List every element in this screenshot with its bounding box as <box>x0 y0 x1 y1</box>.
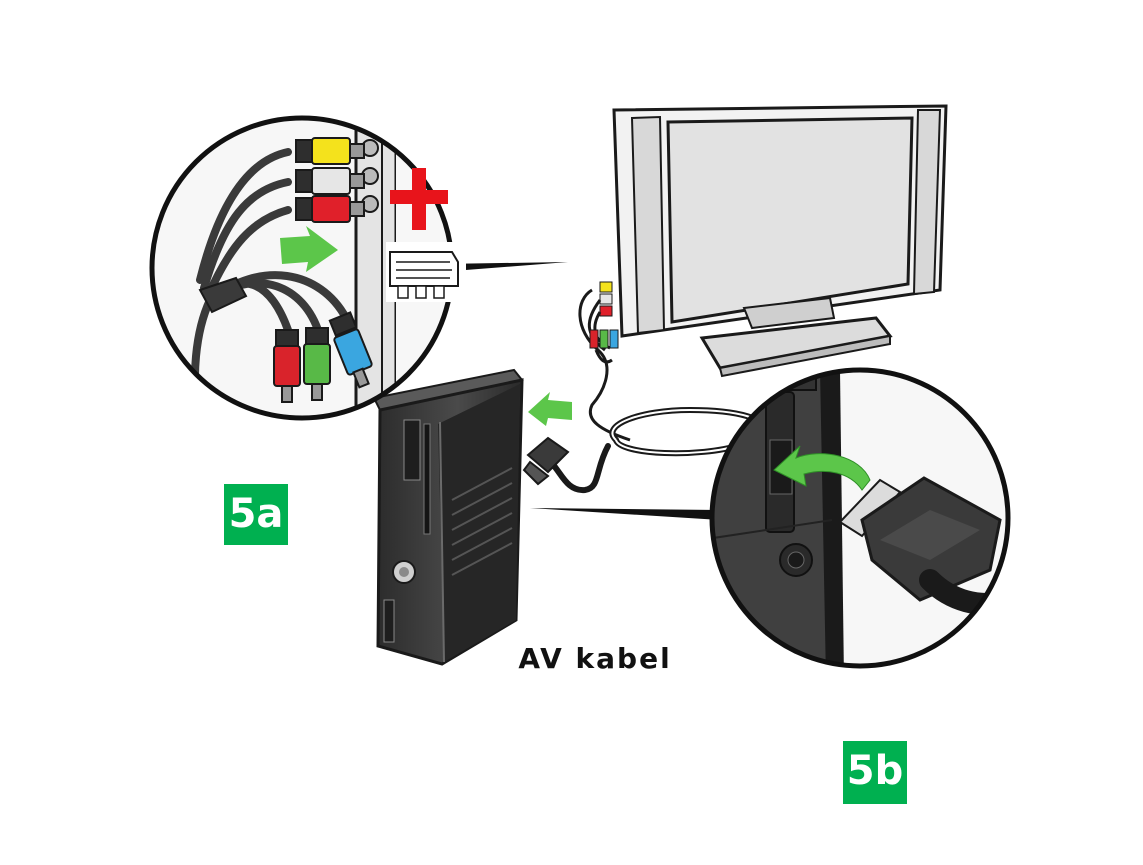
component-plug-blue <box>328 311 373 389</box>
callout-pointer-b <box>530 508 720 520</box>
scart-connector-icon <box>386 242 466 302</box>
television <box>599 104 948 378</box>
insert-arrow-icon <box>773 445 871 491</box>
step-badge-5a: 5a <box>224 484 288 545</box>
xbox-console <box>372 368 524 666</box>
step-badge-5b: 5b <box>843 741 907 804</box>
insert-arrow-icon <box>528 392 572 426</box>
av-connector-plug <box>522 436 570 486</box>
component-plug-red <box>273 329 301 403</box>
plus-icon <box>390 168 448 230</box>
callout-pointer-a <box>440 262 568 272</box>
cable-label: AV kabel <box>518 642 672 675</box>
component-plug-green <box>303 327 331 401</box>
insert-arrow-icon <box>280 226 338 272</box>
tv-component-plugs <box>589 329 619 349</box>
